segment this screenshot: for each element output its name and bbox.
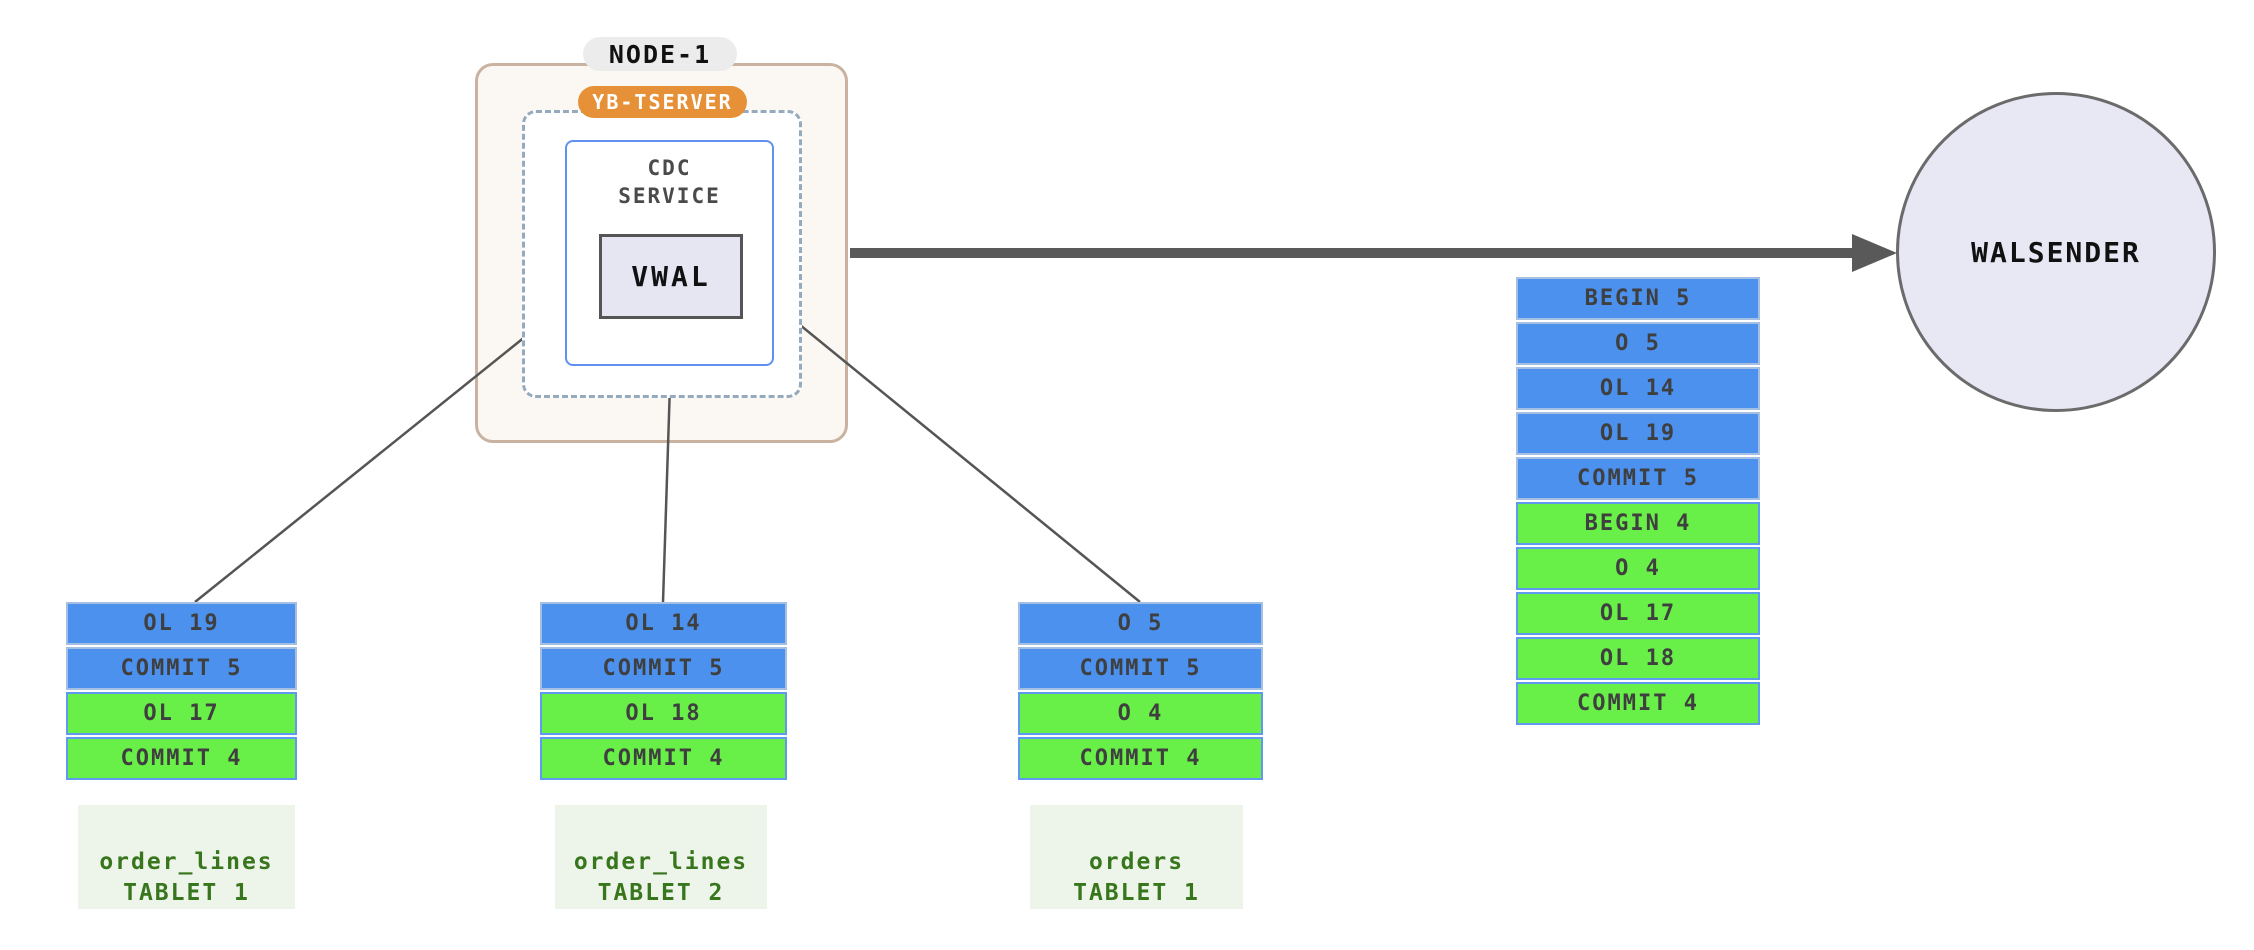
wal-record-cell: COMMIT 5 [1018,647,1263,690]
wal-record-cell: COMMIT 4 [540,737,787,780]
wal-record-cell: COMMIT 4 [1516,682,1760,725]
wal-record-cell: OL 17 [1516,592,1760,635]
wal-record-cell: BEGIN 4 [1516,502,1760,545]
vwal-box: VWAL [599,234,743,319]
tablet1-table-name: order_lines [99,849,274,875]
wal-record-cell: OL 19 [66,602,297,645]
tablet3-table-name: orders [1088,849,1185,875]
wal-record-cell: O 4 [1516,547,1760,590]
arrow-node-to-walsender-head [1852,234,1897,272]
tablet2-tablet-name: TABLET 2 [597,880,725,906]
arrow-tablet3-to-vwal [744,279,1141,603]
node1-title: NODE-1 [608,39,712,69]
tablet1-tablet-name: TABLET 1 [123,880,250,906]
wal-record-cell: OL 18 [540,692,787,735]
wal-record-cell: OL 14 [540,602,787,645]
cdc-title-line1: CDC [647,156,692,180]
walsender-circle: WALSENDER [1896,92,2216,412]
tablet1-label: order_lines TABLET 1 [78,805,295,909]
wal-record-cell: OL 18 [1516,637,1760,680]
walsender-label: WALSENDER [1971,235,2141,269]
node1-title-pill: NODE-1 [583,37,737,71]
tablet2-table-name: order_lines [573,849,749,875]
wal-record-cell: OL 17 [66,692,297,735]
cdc-title-line2: SERVICE [618,184,721,208]
wal-record-cell: COMMIT 4 [1018,737,1263,780]
tablet2-label: order_lines TABLET 2 [555,805,767,909]
wal-record-cell: O 5 [1516,322,1760,365]
wal-record-cell: COMMIT 5 [1516,457,1760,500]
wal-record-cell: OL 14 [1516,367,1760,410]
yb-tserver-pill: YB-TSERVER [578,86,747,118]
tablet3-tablet-name: TABLET 1 [1073,880,1200,906]
wal-record-cell: BEGIN 5 [1516,277,1760,320]
cdc-service-title: CDC SERVICE [567,154,772,210]
wal-record-cell: COMMIT 5 [66,647,297,690]
tablet3-label: orders TABLET 1 [1030,805,1243,909]
wal-record-cell: COMMIT 4 [66,737,297,780]
wal-record-cell: COMMIT 5 [540,647,787,690]
vwal-label: VWAL [631,260,711,293]
wal-record-cell: OL 19 [1516,412,1760,455]
wal-record-cell: O 5 [1018,602,1263,645]
yb-tserver-label: YB-TSERVER [592,90,733,114]
wal-record-cell: O 4 [1018,692,1263,735]
